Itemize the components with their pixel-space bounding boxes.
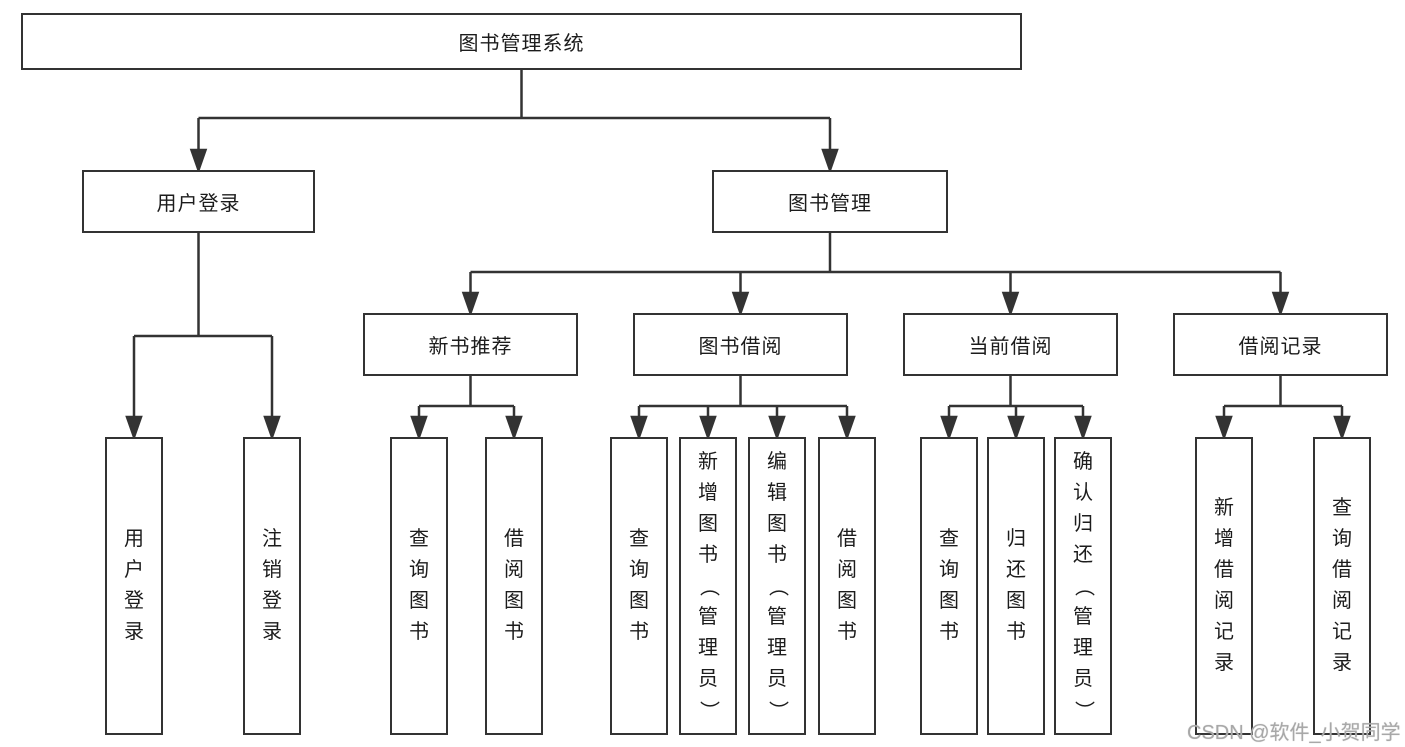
node-book-management-label: 图书管理: [788, 193, 872, 215]
watermark-text: CSDN @软件_小贺同学: [1187, 722, 1401, 744]
node-root-library-system: 图书管理系统: [21, 13, 1022, 70]
connector-borrow-records-to-leaves: [1215, 376, 1351, 441]
node-borrow-records-label: 借阅记录: [1238, 336, 1323, 358]
node-current-borrow-label: 当前借阅: [968, 336, 1053, 358]
node-new-book-recommend-label: 新书推荐: [428, 336, 513, 358]
leaf-query-borrow-record-label: 查询借阅记录: [1332, 497, 1352, 674]
leaf-logout-label: 注销登录: [262, 528, 282, 643]
leaf-confirm-return-admin: 确认归还（管理员）: [1054, 437, 1112, 735]
connector-book-management-to-level3: [461, 233, 1290, 317]
leaf-query-books-borrow: 查询图书: [610, 437, 668, 735]
connector-user-login-to-leaves: [125, 233, 281, 441]
leaf-borrow-books: 借阅图书: [818, 437, 876, 735]
node-root-label: 图书管理系统: [458, 33, 585, 55]
leaf-return-book: 归还图书: [987, 437, 1045, 735]
leaf-user-login-label: 用户登录: [124, 528, 144, 643]
connector-root-to-level2: [189, 70, 839, 174]
leaf-add-borrow-record: 新增借阅记录: [1195, 437, 1253, 735]
leaf-query-books-recommend-label: 查询图书: [409, 528, 429, 643]
node-book-management: 图书管理: [712, 170, 948, 233]
leaf-borrow-books-recommend: 借阅图书: [485, 437, 543, 735]
leaf-confirm-return-admin-label: 确认归还（管理员）: [1072, 450, 1095, 721]
leaf-borrow-books-recommend-label: 借阅图书: [504, 528, 524, 643]
leaf-add-book-admin-label: 新增图书（管理员）: [697, 450, 720, 721]
node-book-borrow: 图书借阅: [633, 313, 848, 376]
node-book-borrow-label: 图书借阅: [698, 336, 783, 358]
leaf-user-login: 用户登录: [105, 437, 163, 735]
connector-current-borrow-to-leaves: [940, 376, 1092, 441]
node-user-login: 用户登录: [82, 170, 315, 233]
node-user-login-label: 用户登录: [156, 193, 241, 215]
leaf-logout: 注销登录: [243, 437, 301, 735]
leaf-edit-book-admin: 编辑图书（管理员）: [748, 437, 806, 735]
leaf-add-borrow-record-label: 新增借阅记录: [1214, 497, 1234, 674]
leaf-query-books-borrow-label: 查询图书: [629, 528, 649, 643]
node-borrow-records: 借阅记录: [1173, 313, 1388, 376]
leaf-query-books-current: 查询图书: [920, 437, 978, 735]
leaf-return-book-label: 归还图书: [1006, 528, 1026, 643]
connector-new-book-to-leaves: [410, 376, 523, 441]
leaf-query-borrow-record: 查询借阅记录: [1313, 437, 1371, 735]
leaf-add-book-admin: 新增图书（管理员）: [679, 437, 737, 735]
connector-book-borrow-to-leaves: [630, 376, 856, 441]
leaf-edit-book-admin-label: 编辑图书（管理员）: [766, 450, 789, 721]
node-current-borrow: 当前借阅: [903, 313, 1118, 376]
leaf-borrow-books-label: 借阅图书: [837, 528, 857, 643]
leaf-query-books-current-label: 查询图书: [939, 528, 959, 643]
node-new-book-recommend: 新书推荐: [363, 313, 578, 376]
leaf-query-books-recommend: 查询图书: [390, 437, 448, 735]
